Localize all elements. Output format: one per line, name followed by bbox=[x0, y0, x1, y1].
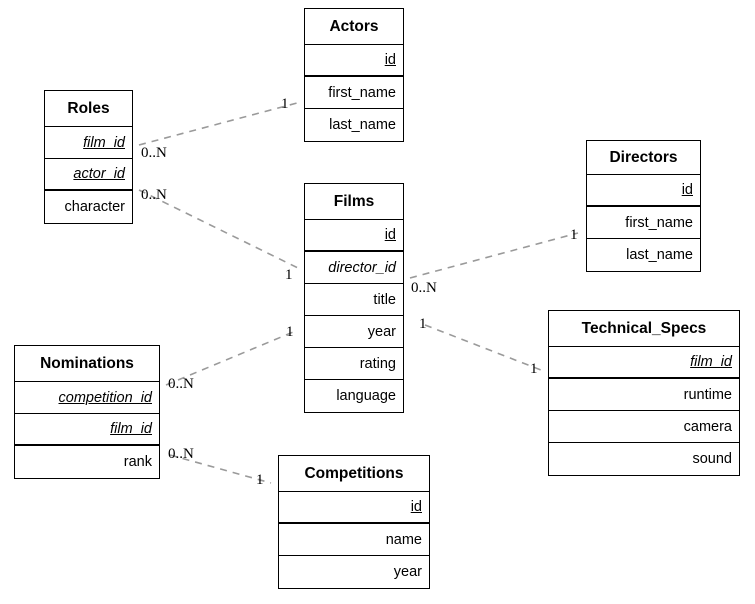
relationship-line-roles-actors bbox=[138, 102, 298, 146]
attribute-label-technical_specs-sound: sound bbox=[692, 451, 732, 467]
attribute-label-films-language: language bbox=[336, 388, 396, 404]
attribute-row-directors-last_name[interactable]: last_name bbox=[587, 239, 700, 271]
entity-title-roles: Roles bbox=[45, 91, 132, 127]
cardinality-label-films-directors-from: 0..N bbox=[411, 280, 437, 296]
attribute-row-actors-last_name[interactable]: last_name bbox=[305, 109, 403, 141]
cardinality-label-nominations-films-to: 1 bbox=[286, 324, 294, 340]
entity-directors[interactable]: Directors id first_name last_name bbox=[586, 140, 701, 272]
attribute-row-technical_specs-film_id[interactable]: film_id bbox=[549, 347, 739, 379]
entity-actors[interactable]: Actors id first_name last_name bbox=[304, 8, 404, 142]
entity-title-technical_specs: Technical_Specs bbox=[549, 311, 739, 347]
attribute-label-actors-first_name: first_name bbox=[328, 84, 396, 101]
attribute-row-actors-id[interactable]: id bbox=[305, 45, 403, 77]
attribute-row-nominations-film_id[interactable]: film_id bbox=[15, 414, 159, 446]
attribute-label-films-title: title bbox=[373, 291, 396, 308]
attribute-row-roles-character[interactable]: character bbox=[45, 191, 132, 223]
attribute-row-films-rating[interactable]: rating bbox=[305, 348, 403, 380]
attribute-row-roles-film_id[interactable]: film_id bbox=[45, 127, 132, 159]
attribute-label-directors-first_name: first_name bbox=[625, 214, 693, 231]
attribute-label-films-year: year bbox=[367, 323, 396, 340]
attribute-row-roles-actor_id[interactable]: actor_id bbox=[45, 159, 132, 191]
attribute-row-films-title[interactable]: title bbox=[305, 284, 403, 316]
entity-title-directors: Directors bbox=[587, 141, 700, 175]
cardinality-label-nominations-films-from: 0..N bbox=[168, 376, 194, 392]
entity-title-films: Films bbox=[305, 184, 403, 220]
attribute-label-nominations-rank: rank bbox=[123, 454, 152, 470]
relationship-line-films-technical_specs bbox=[424, 324, 542, 371]
attribute-row-films-year[interactable]: year bbox=[305, 316, 403, 348]
attribute-label-actors-last_name: last_name bbox=[329, 117, 396, 133]
entity-title-nominations: Nominations bbox=[15, 346, 159, 382]
attribute-label-technical_specs-camera: camera bbox=[683, 418, 732, 435]
attribute-label-competitions-year: year bbox=[393, 564, 422, 580]
attribute-label-technical_specs-film_id: film_id bbox=[690, 354, 732, 370]
attribute-row-directors-first_name[interactable]: first_name bbox=[587, 207, 700, 239]
attribute-row-directors-id[interactable]: id bbox=[587, 175, 700, 207]
attribute-row-competitions-year[interactable]: year bbox=[279, 556, 429, 588]
attribute-label-nominations-film_id: film_id bbox=[110, 421, 152, 437]
cardinality-label-nominations-competitions-from: 0..N bbox=[168, 446, 194, 462]
attribute-label-technical_specs-runtime: runtime bbox=[683, 386, 732, 403]
attribute-label-actors-id: id bbox=[384, 52, 396, 68]
attribute-label-competitions-name: name bbox=[385, 531, 422, 548]
cardinality-label-films-technical_specs-from: 1 bbox=[419, 316, 427, 332]
cardinality-label-films-directors-to: 1 bbox=[570, 227, 578, 243]
attribute-label-films-rating: rating bbox=[359, 355, 396, 372]
attribute-row-technical_specs-runtime[interactable]: runtime bbox=[549, 379, 739, 411]
cardinality-label-roles-actors-from: 0..N bbox=[141, 145, 167, 161]
attribute-label-roles-film_id: film_id bbox=[83, 134, 125, 151]
attribute-label-films-director_id: director_id bbox=[328, 259, 396, 276]
cardinality-label-films-technical_specs-to: 1 bbox=[530, 361, 538, 377]
entity-title-actors: Actors bbox=[305, 9, 403, 45]
attribute-row-films-language[interactable]: language bbox=[305, 380, 403, 412]
attribute-row-nominations-competition_id[interactable]: competition_id bbox=[15, 382, 159, 414]
attribute-label-competitions-id: id bbox=[410, 499, 422, 515]
cardinality-label-roles-actors-to: 1 bbox=[281, 96, 289, 112]
attribute-label-roles-actor_id: actor_id bbox=[73, 166, 125, 182]
attribute-label-roles-character: character bbox=[64, 199, 125, 215]
attribute-row-technical_specs-camera[interactable]: camera bbox=[549, 411, 739, 443]
entity-competitions[interactable]: Competitions id name year bbox=[278, 455, 430, 589]
attribute-row-competitions-name[interactable]: name bbox=[279, 524, 429, 556]
cardinality-label-roles-films-from: 0..N bbox=[141, 187, 167, 203]
cardinality-label-nominations-competitions-to: 1 bbox=[256, 472, 264, 488]
attribute-row-films-director_id[interactable]: director_id bbox=[305, 252, 403, 284]
cardinality-label-roles-films-to: 1 bbox=[285, 267, 293, 283]
attribute-row-nominations-rank[interactable]: rank bbox=[15, 446, 159, 478]
attribute-row-technical_specs-sound[interactable]: sound bbox=[549, 443, 739, 475]
attribute-label-films-id: id bbox=[384, 227, 396, 243]
attribute-row-competitions-id[interactable]: id bbox=[279, 492, 429, 524]
attribute-label-directors-last_name: last_name bbox=[626, 247, 693, 263]
attribute-row-films-id[interactable]: id bbox=[305, 220, 403, 252]
entity-title-competitions: Competitions bbox=[279, 456, 429, 492]
attribute-label-nominations-competition_id: competition_id bbox=[58, 389, 153, 406]
entity-roles[interactable]: Roles film_id actor_id character bbox=[44, 90, 133, 224]
attribute-label-directors-id: id bbox=[681, 182, 693, 198]
relationship-line-films-directors bbox=[409, 232, 579, 279]
attribute-row-actors-first_name[interactable]: first_name bbox=[305, 77, 403, 109]
